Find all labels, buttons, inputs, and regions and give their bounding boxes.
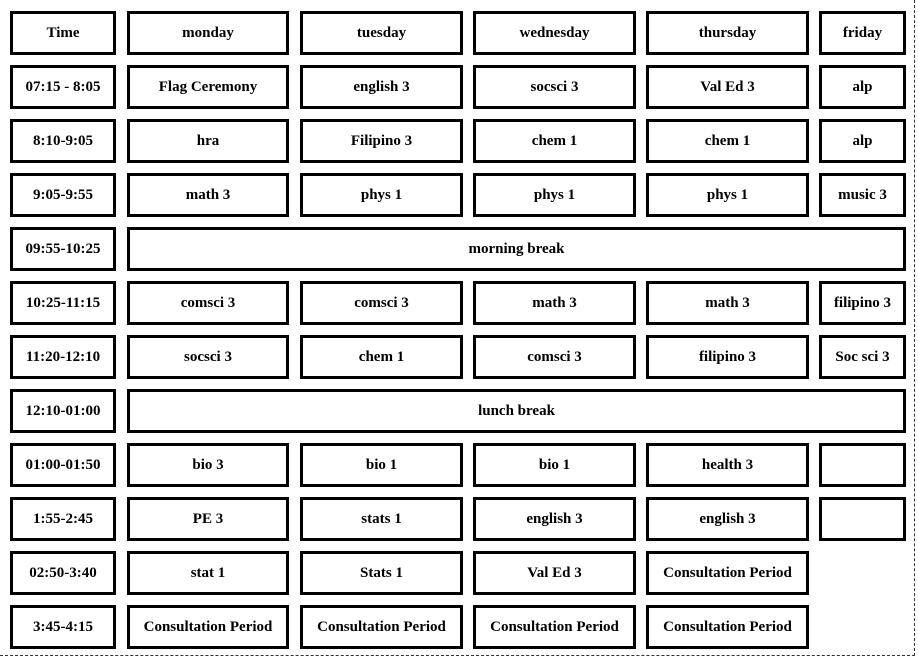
class-cell-wednesday: chem 1 xyxy=(473,119,636,163)
class-cell-friday: alp xyxy=(819,65,906,109)
time-slot-cell: 02:50-3:40 xyxy=(10,551,116,595)
header-time-cell: Time xyxy=(10,11,116,55)
header-day-wednesday: wednesday xyxy=(473,11,636,55)
class-cell-wednesday: bio 1 xyxy=(473,443,636,487)
time-slot-cell: 9:05-9:55 xyxy=(10,173,116,217)
time-slot-cell: 10:25-11:15 xyxy=(10,281,116,325)
class-cell-monday: comsci 3 xyxy=(127,281,289,325)
class-cell-friday: alp xyxy=(819,119,906,163)
class-cell-friday xyxy=(819,443,906,487)
header-day-monday: monday xyxy=(127,11,289,55)
class-cell-wednesday: Consultation Period xyxy=(473,605,636,649)
class-cell-thursday: english 3 xyxy=(646,497,809,541)
header-day-friday: friday xyxy=(819,11,906,55)
class-cell-tuesday: comsci 3 xyxy=(300,281,463,325)
time-slot-cell: 07:15 - 8:05 xyxy=(10,65,116,109)
class-cell-wednesday: math 3 xyxy=(473,281,636,325)
class-cell-wednesday: comsci 3 xyxy=(473,335,636,379)
class-cell-wednesday: phys 1 xyxy=(473,173,636,217)
time-slot-cell: 12:10-01:00 xyxy=(10,389,116,433)
time-slot-cell: 01:00-01:50 xyxy=(10,443,116,487)
class-cell-tuesday: bio 1 xyxy=(300,443,463,487)
class-cell-friday: music 3 xyxy=(819,173,906,217)
break-row-morning-break: morning break xyxy=(127,227,906,271)
header-day-thursday: thursday xyxy=(646,11,809,55)
class-cell-monday: Consultation Period xyxy=(127,605,289,649)
class-cell-wednesday: english 3 xyxy=(473,497,636,541)
class-cell-tuesday: phys 1 xyxy=(300,173,463,217)
time-slot-cell: 8:10-9:05 xyxy=(10,119,116,163)
class-cell-thursday: Consultation Period xyxy=(646,605,809,649)
class-cell-monday: Flag Ceremony xyxy=(127,65,289,109)
break-row-lunch-break: lunch break xyxy=(127,389,906,433)
class-cell-monday: math 3 xyxy=(127,173,289,217)
class-cell-friday xyxy=(819,497,906,541)
time-slot-cell: 09:55-10:25 xyxy=(10,227,116,271)
class-cell-tuesday: Consultation Period xyxy=(300,605,463,649)
class-cell-monday: bio 3 xyxy=(127,443,289,487)
class-cell-wednesday: socsci 3 xyxy=(473,65,636,109)
time-slot-cell: 1:55-2:45 xyxy=(10,497,116,541)
class-cell-tuesday: Filipino 3 xyxy=(300,119,463,163)
class-cell-thursday: filipino 3 xyxy=(646,335,809,379)
time-slot-cell: 3:45-4:15 xyxy=(10,605,116,649)
class-cell-tuesday: stats 1 xyxy=(300,497,463,541)
class-cell-tuesday: english 3 xyxy=(300,65,463,109)
class-cell-monday: stat 1 xyxy=(127,551,289,595)
class-cell-thursday: chem 1 xyxy=(646,119,809,163)
class-cell-thursday: math 3 xyxy=(646,281,809,325)
class-cell-thursday: Consultation Period xyxy=(646,551,809,595)
class-cell-monday: hra xyxy=(127,119,289,163)
class-cell-thursday: health 3 xyxy=(646,443,809,487)
class-cell-wednesday: Val Ed 3 xyxy=(473,551,636,595)
header-day-tuesday: tuesday xyxy=(300,11,463,55)
class-cell-monday: socsci 3 xyxy=(127,335,289,379)
class-cell-friday: Soc sci 3 xyxy=(819,335,906,379)
class-cell-tuesday: chem 1 xyxy=(300,335,463,379)
class-cell-thursday: Val Ed 3 xyxy=(646,65,809,109)
time-slot-cell: 11:20-12:10 xyxy=(10,335,116,379)
class-cell-monday: PE 3 xyxy=(127,497,289,541)
class-cell-friday: filipino 3 xyxy=(819,281,906,325)
class-cell-tuesday: Stats 1 xyxy=(300,551,463,595)
class-cell-thursday: phys 1 xyxy=(646,173,809,217)
